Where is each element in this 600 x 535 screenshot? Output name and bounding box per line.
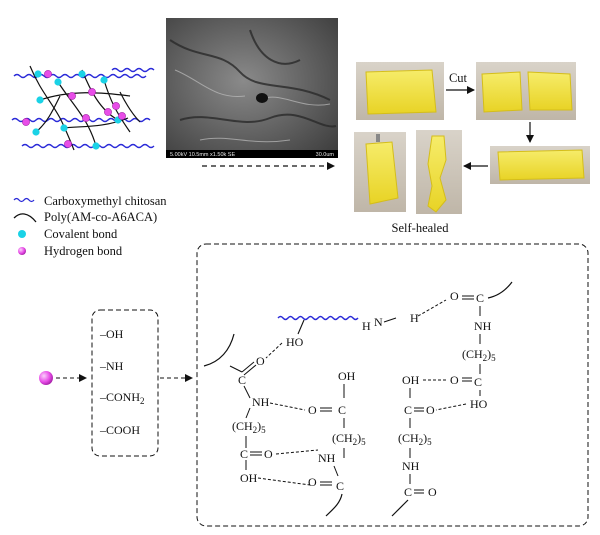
gel-photo-cut: [476, 62, 576, 120]
chem-c-1: C: [238, 373, 246, 387]
self-healed-label: Self-healed: [392, 221, 450, 235]
chem-c-4: C: [336, 479, 344, 493]
polymer-chains: [30, 66, 140, 150]
chem-o-3: O: [308, 403, 317, 417]
group-nh: –NH: [99, 359, 124, 373]
gel-photo-stretched: [416, 130, 462, 214]
gel-photo-held: [354, 132, 406, 212]
sem-scale-label: 30.0um: [316, 152, 335, 158]
chem-oh-1: OH: [240, 471, 258, 485]
sem-info-label: 5.00kV 10.5mm x1.50k SE: [170, 152, 235, 158]
chem-o-5: O: [450, 289, 459, 303]
chem-h-1: H: [362, 319, 371, 333]
hydrogen-bond-sphere-icon: [39, 371, 53, 385]
chem-ch2-2: (CH2)5: [332, 431, 366, 447]
chem-c-2: C: [240, 447, 248, 461]
group-conh2: –CONH2: [99, 390, 145, 406]
chem-nh-2: NH: [318, 451, 336, 465]
legend-polymer: Poly(AM-co-A6ACA): [44, 210, 157, 224]
chem-ho-1: HO: [286, 335, 304, 349]
chem-o-7: O: [426, 403, 435, 417]
chem-nh-1: NH: [252, 395, 270, 409]
cut-label: Cut: [449, 71, 468, 85]
hydrogen-bond-structure: HO O C NH (CH2)5 C O OH OH O C (CH2)5 NH…: [204, 282, 512, 516]
chem-n-1: N: [374, 315, 383, 329]
legend-chitosan: Carboxymethyl chitosan: [44, 194, 167, 208]
polymer-legend-icon: [14, 214, 36, 222]
chem-oh-3: OH: [402, 373, 420, 387]
legend-hydrogen: Hydrogen bond: [44, 244, 123, 258]
chitosan-chain: [12, 119, 150, 122]
chem-o-4: O: [308, 475, 317, 489]
sem-image: 5.00kV 10.5mm x1.50k SE 30.0um: [166, 18, 338, 158]
chem-o-2: O: [264, 447, 273, 461]
hydrogen-legend-icon: [18, 247, 26, 255]
network-schematic: [12, 66, 154, 150]
chem-ch2-1: (CH2)5: [232, 419, 266, 435]
group-oh: –OH: [99, 327, 124, 341]
chem-o-8: O: [428, 485, 437, 499]
group-cooh: –COOH: [99, 423, 140, 437]
chem-o-6: O: [450, 373, 459, 387]
chem-c-6: C: [474, 375, 482, 389]
chem-ho-2: HO: [470, 397, 488, 411]
chitosan-chain: [112, 69, 154, 72]
chitosan-chain-structure: [278, 317, 358, 320]
chem-nh-4: NH: [402, 459, 420, 473]
chem-nh-3: NH: [474, 319, 492, 333]
gel-photo-healed: [490, 146, 590, 184]
legend-covalent: Covalent bond: [44, 227, 118, 241]
chem-o-1: O: [256, 354, 265, 368]
chem-c-8: C: [404, 485, 412, 499]
chem-h-2: H: [410, 311, 419, 325]
gel-photo-original: [356, 62, 444, 120]
chitosan-legend-icon: [14, 199, 34, 202]
legend: Carboxymethyl chitosan Poly(AM-co-A6ACA)…: [14, 194, 167, 258]
chem-c-7: C: [404, 403, 412, 417]
chem-c-3: C: [338, 403, 346, 417]
chem-ch2-3: (CH2)5: [462, 347, 496, 363]
chem-oh-2: OH: [338, 369, 356, 383]
chem-c-5: C: [476, 291, 484, 305]
chitosan-chain: [22, 145, 154, 148]
chem-ch2-4: (CH2)5: [398, 431, 432, 447]
covalent-legend-icon: [18, 230, 26, 238]
